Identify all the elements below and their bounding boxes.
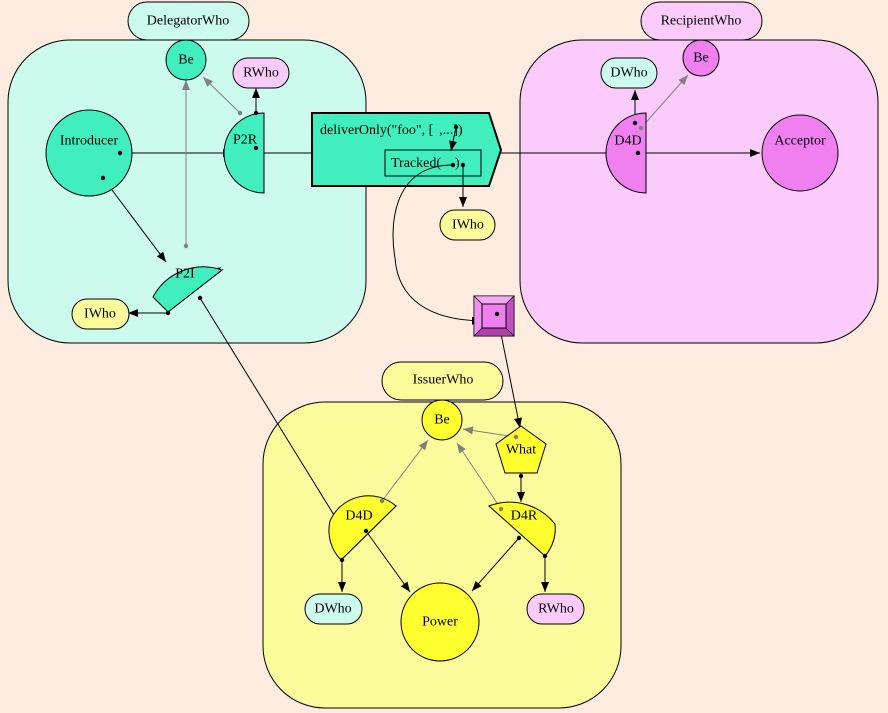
p2r-node[interactable]: P2R [223,112,265,194]
introducer-label: Introducer [60,134,119,149]
p2r-label: P2R [233,133,258,148]
edges [102,74,760,593]
acceptor-label: Acceptor [774,134,826,149]
power-label: Power [422,615,458,630]
edge-introducer-p2i [102,177,167,263]
edge-p2i-issuer-d4d [199,297,343,529]
delegator-iwho-label: IWho [84,307,116,322]
issuer-rwho-node[interactable]: RWho [526,593,585,625]
p2i-node[interactable]: P2I [152,266,224,314]
edge-tracked-vine [392,164,483,325]
delegator-rwho-label: RWho [243,66,279,81]
delegator-be-node[interactable]: Be [165,39,207,81]
delegator-be-label: Be [178,53,194,68]
delegator-vat-title-text: DelegatorWho [147,14,229,29]
tracked-box [384,149,482,177]
d4r-label: D4R [511,509,538,524]
edge-issuer-d4d-be [381,439,429,502]
edge-d4d-be [640,74,689,129]
recipient-d4d-label: D4D [614,134,641,149]
issuer-be-node[interactable]: Be [421,399,463,441]
issuer-dwho-node[interactable]: DWho [304,593,363,625]
what-node[interactable]: What [495,425,547,474]
issuer-dwho-label: DWho [314,602,351,617]
recipient-vat-box [519,39,879,344]
recipient-vat-title: RecipientWho [640,1,763,41]
issuer-d4d-label: D4D [345,509,372,524]
issuer-vat-box [262,401,622,709]
recipient-be-node[interactable]: Be [682,39,720,77]
power-node[interactable]: Power [400,582,480,662]
introducer-node[interactable]: Introducer [45,109,133,197]
edge-d4r-power [471,537,520,592]
p2i-label: P2I [175,267,195,282]
issuer-rwho-label: RWho [538,602,574,617]
edge-d4r-be [456,442,502,510]
delegator-vat-title: DelegatorWho [127,1,250,41]
recipient-be-label: Be [693,51,709,66]
what-label: What [506,443,536,458]
message-iwho-node[interactable]: IWho [439,209,496,241]
issuer-be-label: Be [434,413,450,428]
acceptor-node[interactable]: Acceptor [761,114,839,192]
vine-box-icon[interactable] [473,295,515,337]
edge-call-tracked [449,126,457,152]
recipient-d4d-node[interactable]: D4D [605,112,647,194]
delegator-iwho-node[interactable]: IWho [71,298,130,330]
message-iwho-label: IWho [452,218,484,233]
recipient-vat-title-text: RecipientWho [661,14,742,29]
edge-origin-dots [100,110,644,563]
recipient-dwho-label: DWho [610,66,647,81]
d4r-node[interactable]: D4R [488,501,556,557]
issuer-vat-title: IssuerWho [381,361,504,401]
delegator-rwho-node[interactable]: RWho [232,57,290,89]
edge-issuer-d4d-power [365,530,411,593]
recipient-dwho-node[interactable]: DWho [600,57,658,89]
message-call-text: deliverOnly("foo", [,...]) [320,123,463,138]
issuer-d4d-node[interactable]: D4D [328,495,398,562]
edge-p2r-be [202,76,241,114]
issuer-vat-title-text: IssuerWho [413,373,474,388]
tracked-text: Tracked() [391,156,460,171]
